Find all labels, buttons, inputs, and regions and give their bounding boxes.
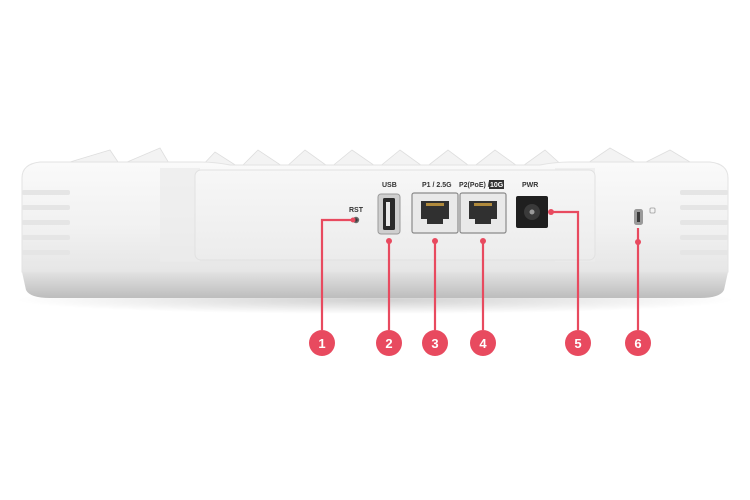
p1-label: P1 / 2.5G bbox=[422, 182, 452, 189]
usb-port: USB bbox=[377, 182, 401, 235]
callout-line-1 bbox=[320, 218, 354, 330]
callout-anchor-4 bbox=[480, 238, 486, 244]
callout-anchor-5 bbox=[548, 209, 554, 215]
callout-number-5: 5 bbox=[574, 336, 581, 351]
callout-lines bbox=[320, 210, 640, 330]
callout-anchor-6 bbox=[635, 239, 641, 245]
usb-label: USB bbox=[382, 182, 397, 189]
callout-badge-3: 3 bbox=[422, 330, 448, 356]
callout-number-3: 3 bbox=[431, 336, 438, 351]
callout-number-1: 1 bbox=[318, 336, 325, 351]
left-vent-grooves bbox=[22, 190, 70, 255]
rst-label: RST bbox=[349, 207, 364, 214]
callout-anchor-3 bbox=[432, 238, 438, 244]
lock-icon bbox=[649, 207, 656, 214]
callout-anchor-1 bbox=[350, 217, 356, 223]
callout-badge-2: 2 bbox=[376, 330, 402, 356]
callout-number-4: 4 bbox=[479, 336, 487, 351]
callout-badge-1: 1 bbox=[309, 330, 335, 356]
callout-anchors bbox=[350, 209, 641, 245]
callout-badge-5: 5 bbox=[565, 330, 591, 356]
power-jack: PWR bbox=[516, 182, 548, 228]
kensington-lock-slot bbox=[634, 207, 656, 225]
p2-badge bbox=[489, 180, 504, 189]
callout-line-5 bbox=[550, 210, 580, 330]
p2-badge-text: 10G bbox=[490, 182, 504, 189]
callout-number-2: 2 bbox=[385, 336, 392, 351]
p2-label-prefix: P2(PoE) / bbox=[459, 182, 490, 189]
ethernet-port-p1: P1 / 2.5G bbox=[411, 182, 459, 234]
callout-number-6: 6 bbox=[634, 336, 641, 351]
pwr-label: PWR bbox=[522, 182, 538, 189]
callout-badge-4: 4 bbox=[470, 330, 496, 356]
right-vent-grooves bbox=[680, 190, 728, 255]
device-body bbox=[21, 147, 729, 298]
callout-anchor-2 bbox=[386, 238, 392, 244]
heat-sink-fins bbox=[59, 147, 697, 169]
ethernet-port-p2: P2(PoE) / 10G bbox=[459, 180, 507, 234]
callout-badge-6: 6 bbox=[625, 330, 651, 356]
